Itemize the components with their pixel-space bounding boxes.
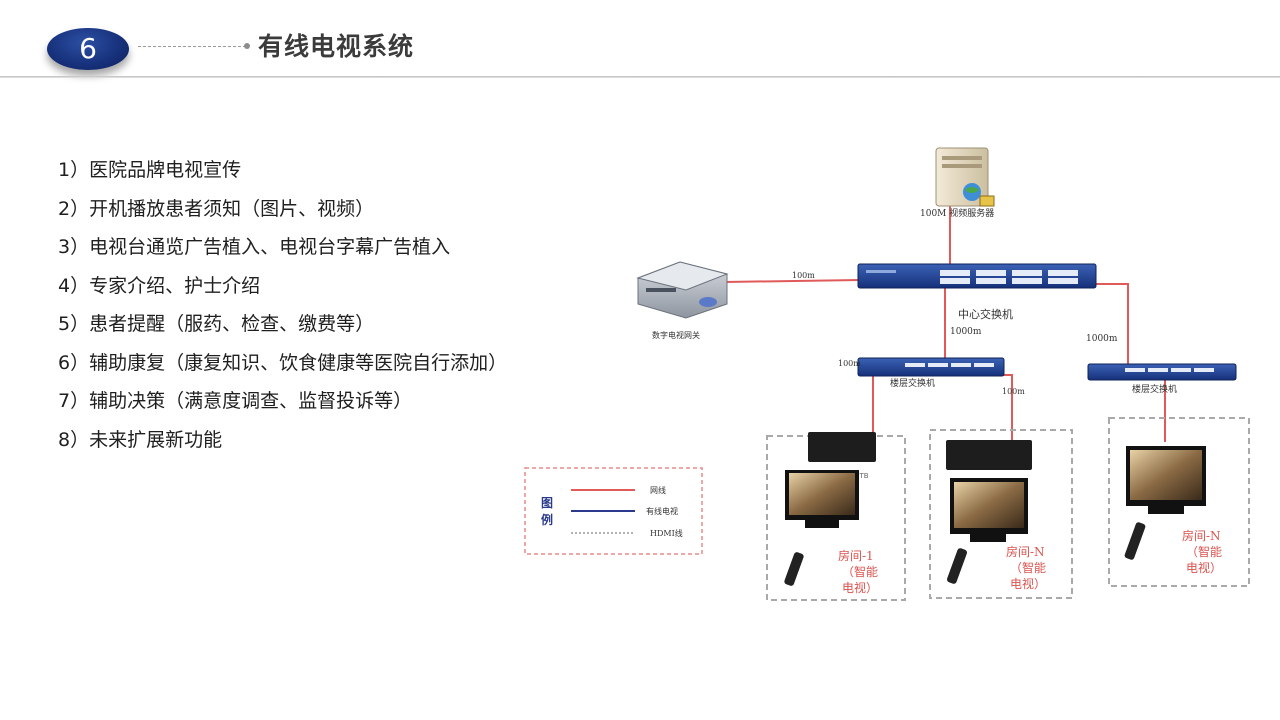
legend-item: HDMI线 [650,528,683,538]
list-item: 8）未来扩展新功能 [58,428,223,451]
list-item: 2）开机播放患者须知（图片、视频） [58,197,375,220]
header-divider [0,76,1280,78]
svg-text:中心交换机: 中心交换机 [958,307,1013,321]
section-number-badge: 6 [47,28,129,70]
legend: 图 例 网线 有线电视 HDMI线 [524,467,703,555]
remote-control [946,548,968,584]
floor-switch-1: 楼层交换机 [857,357,1005,389]
svg-text:电视）: 电视） [1186,560,1222,575]
svg-text:电视）: 电视） [842,580,878,595]
link-labels: 100m 1000m 1000m 100m 100m [792,271,1118,396]
svg-text:例: 例 [541,512,553,527]
svg-text:1000m: 1000m [950,327,982,337]
svg-text:楼层交换机: 楼层交换机 [1132,383,1177,395]
svg-text:房间-1: 房间-1 [838,548,874,563]
list-item: 3）电视台通览广告植入、电视台字幕广告植入 [58,236,451,258]
list-item: 1）医院品牌电视宣传 [58,159,242,181]
room-n-box-2: 房间-N （智能 电视） [1108,417,1250,587]
core-switch: 中心交换机 [857,263,1097,321]
room-1-box: STB 房间-1 （智能 电视） [766,432,906,601]
svg-text:100m: 100m [1002,387,1025,396]
remote-control [1124,522,1146,560]
svg-text:房间-N: 房间-N [1182,528,1221,543]
svg-text:房间-N: 房间-N [1006,544,1045,559]
svg-text:（智能: （智能 [842,564,878,579]
digital-tv-gateway: 数字电视网关 [636,261,729,340]
video-server: 100M 视频服务器 [920,147,995,219]
list-item: 5）患者提醒（服药、检查、缴费等） [58,313,375,335]
network-lines [724,200,1166,442]
smart-tv [954,482,1024,528]
svg-text:数字电视网关: 数字电视网关 [652,330,700,340]
header-dot [244,43,250,49]
set-top-box [946,440,1032,470]
svg-text:1000m: 1000m [1086,334,1118,344]
remote-control [784,552,804,586]
svg-text:电视）: 电视） [1010,576,1046,591]
network-diagram: 100M 视频服务器 数字电视网关 中心交换机 楼层交换机 楼层交换机 100m… [524,147,1250,601]
room-n-box-1: 房间-N （智能 电视） [929,429,1073,599]
svg-text:100m: 100m [792,271,815,280]
page-title: 有线电视系统 [258,32,415,61]
legend-item: 有线电视 [646,506,678,516]
svg-text:STB: STB [855,472,869,480]
svg-text:（智能: （智能 [1010,560,1046,575]
smart-tv [789,473,855,515]
svg-text:100m: 100m [838,359,861,368]
legend-item: 网线 [650,485,666,495]
svg-text:100M 视频服务器: 100M 视频服务器 [920,207,994,219]
smart-tv [1130,450,1202,500]
svg-text:楼层交换机: 楼层交换机 [890,377,935,389]
svg-text:图: 图 [541,496,553,510]
set-top-box [808,432,876,462]
core-floor2-link [1095,283,1129,364]
list-item: 4）专家介绍、护士介绍 [58,274,261,297]
feature-list: 1）医院品牌电视宣传 2）开机播放患者须知（图片、视频） 3）电视台通览广告植入… [58,154,507,462]
floor-switch-2: 楼层交换机 [1087,363,1237,395]
list-item: 6）辅助康复（康复知识、饮食健康等医院自行添加） [58,351,508,374]
header-dotted-line [138,46,246,47]
list-item: 7）辅助决策（满意度调查、监督投诉等） [58,390,413,412]
gateway-link [724,279,861,283]
svg-text:（智能: （智能 [1186,544,1222,559]
